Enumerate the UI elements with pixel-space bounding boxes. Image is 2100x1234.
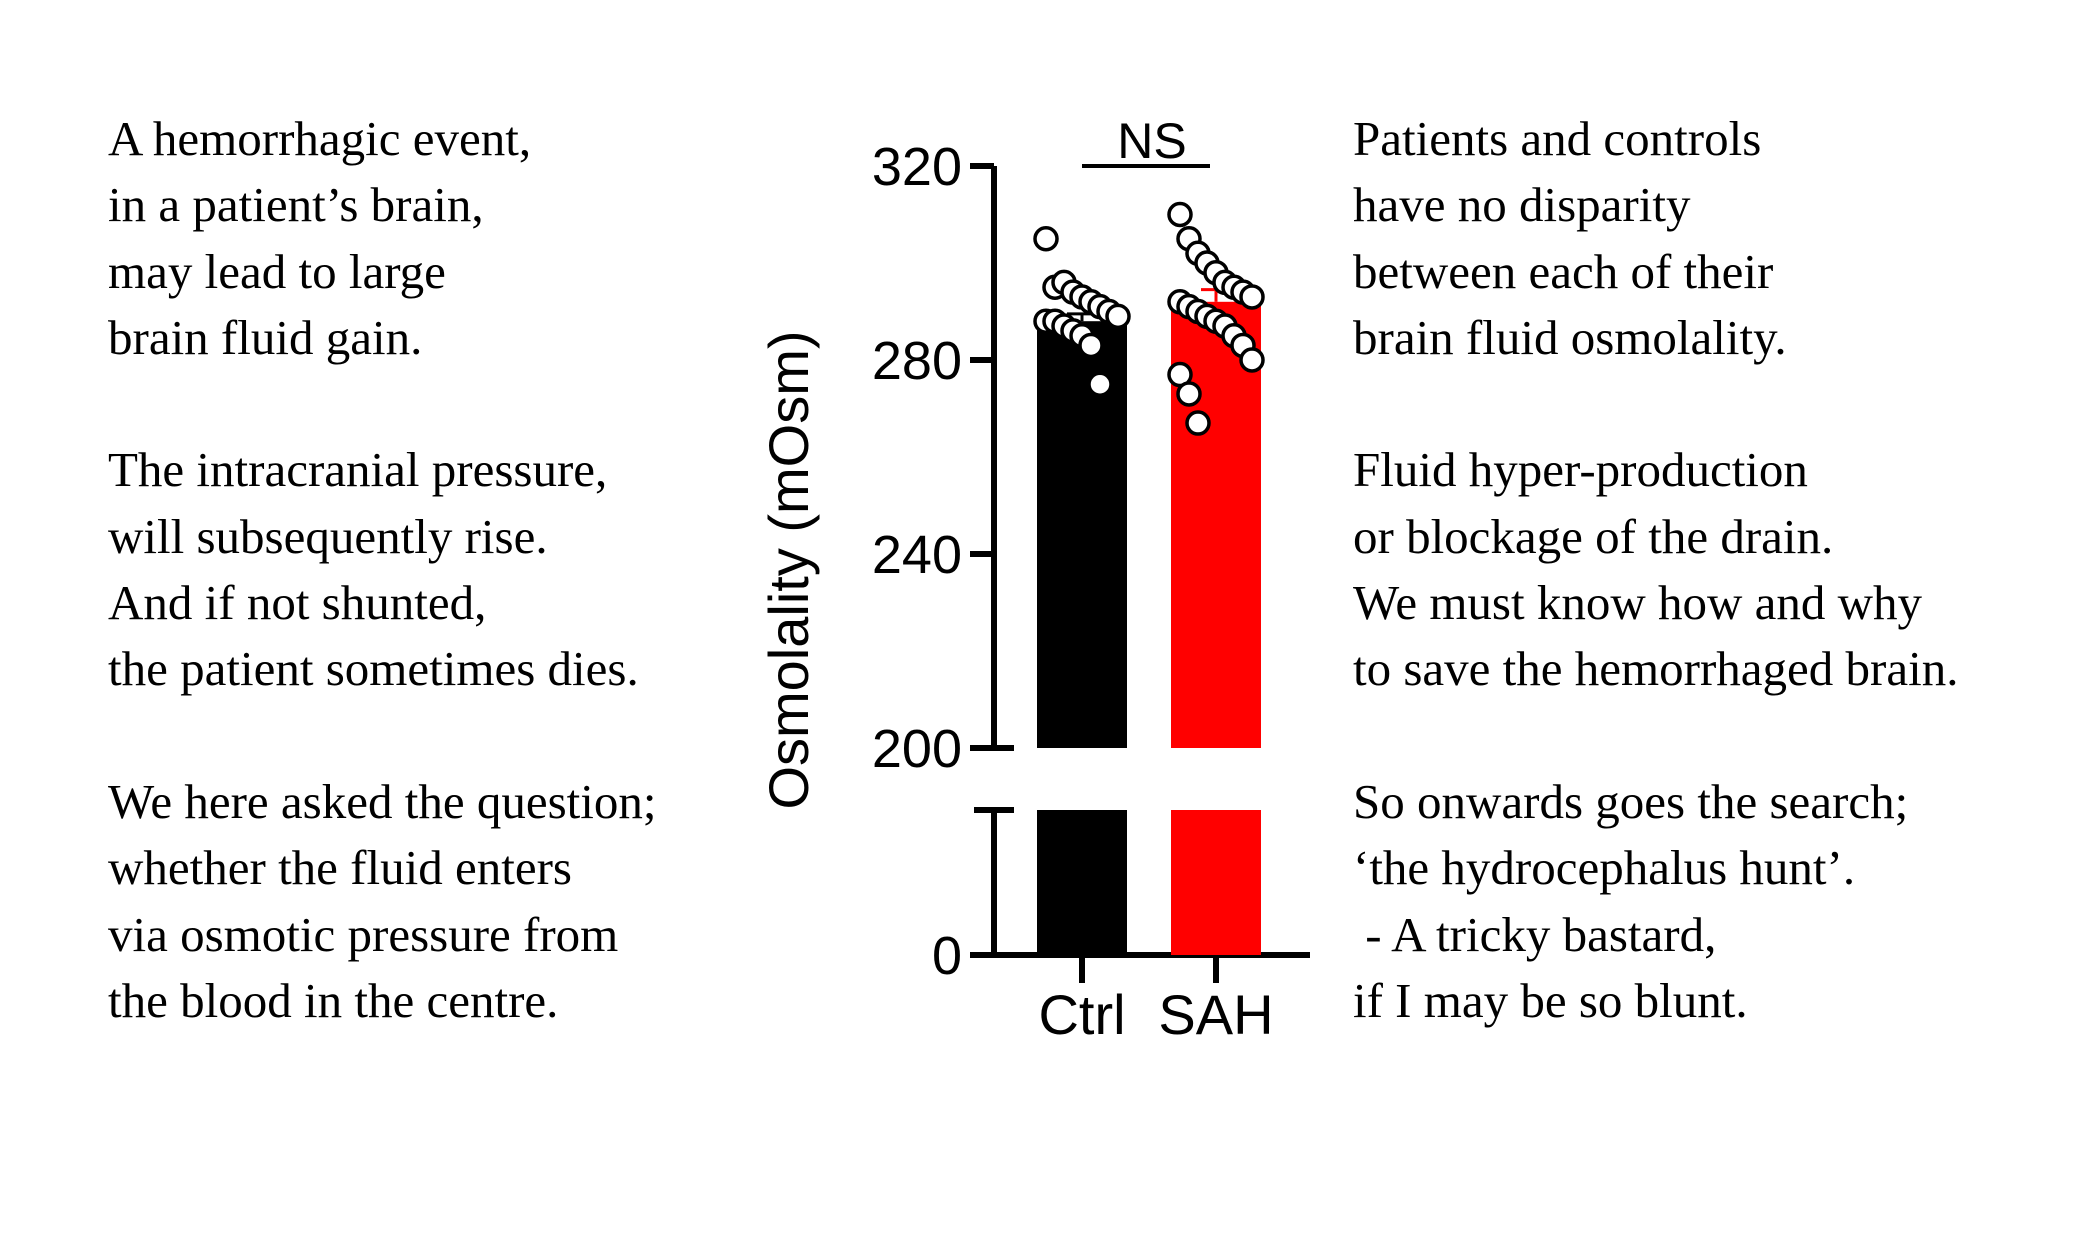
- poem-left: A hemorrhagic event, in a patient’s brain…: [108, 106, 656, 1034]
- x-tick-label: Ctrl: [1038, 983, 1125, 1046]
- poem-line: And if not shunted,: [108, 575, 487, 631]
- poem-line: have no disparity: [1353, 177, 1691, 233]
- bar-sah-lower: [1171, 810, 1261, 955]
- poem-stanza: The intracranial pressure, will subsequen…: [108, 437, 656, 702]
- poem-stanza: We here asked the question; whether the f…: [108, 769, 656, 1034]
- poem-line: Fluid hyper-production: [1353, 442, 1808, 498]
- poem-line: may lead to large: [108, 243, 446, 299]
- poem-line: ‘the hydrocephalus hunt’.: [1353, 840, 1856, 896]
- data-point: [1185, 410, 1211, 436]
- poem-line: to save the hemorrhaged brain.: [1353, 641, 1959, 697]
- poem-stanza: Fluid hyper-production or blockage of the…: [1353, 437, 1958, 702]
- data-point: [1105, 303, 1131, 330]
- poem-right: Patients and controls have no disparity be…: [1353, 106, 1958, 1034]
- poem-line: via osmotic pressure from: [108, 906, 619, 962]
- data-point: [1087, 371, 1113, 397]
- data-point: [1078, 332, 1104, 359]
- dot-layer: [1033, 201, 1265, 436]
- poem-line: So onwards goes the search;: [1353, 773, 1909, 829]
- poem-line: Patients and controls: [1353, 111, 1762, 166]
- poem-line: - A tricky bastard,: [1353, 906, 1717, 962]
- poem-line: between each of their: [1353, 243, 1774, 299]
- poem-line: brain fluid osmolality.: [1353, 309, 1787, 365]
- bar-ctrl-upper: [1037, 321, 1127, 748]
- poem-line: The intracranial pressure,: [108, 442, 608, 498]
- poem-line: A hemorrhagic event,: [108, 111, 532, 166]
- poem-line: whether the fluid enters: [108, 840, 572, 896]
- y-tick-label: 280: [872, 331, 962, 391]
- y-tick-label: 320: [872, 137, 962, 197]
- data-point: [1033, 226, 1059, 252]
- poem-line: or blockage of the drain.: [1353, 508, 1834, 564]
- poem-line: the blood in the centre.: [108, 972, 559, 1028]
- y-axis-label: Osmolality (mOsm): [757, 330, 820, 809]
- poem-line: We must know how and why: [1353, 575, 1923, 631]
- poem-stanza: So onwards goes the search; ‘the hydrocep…: [1353, 769, 1958, 1034]
- data-point: [1239, 347, 1265, 373]
- significance-label: NS: [1117, 113, 1186, 169]
- y-tick-label: 240: [872, 525, 962, 585]
- poem-line: We here asked the question;: [108, 773, 657, 829]
- y-tick-label: 0: [932, 926, 962, 986]
- bar-layer: [1037, 288, 1261, 955]
- poem-line: if I may be so blunt.: [1353, 972, 1748, 1028]
- bar-ctrl-lower: [1037, 810, 1127, 955]
- poem-stanza: A hemorrhagic event, in a patient’s brain…: [108, 106, 656, 371]
- data-point: [1167, 201, 1193, 228]
- y-tick-label: 200: [872, 719, 962, 779]
- data-point: [1239, 284, 1265, 310]
- poem-line: in a patient’s brain,: [108, 177, 484, 233]
- poem-line: will subsequently rise.: [108, 508, 548, 564]
- x-tick-label: SAH: [1158, 983, 1273, 1046]
- data-point: [1176, 381, 1202, 407]
- poem-line: brain fluid gain.: [108, 309, 423, 365]
- poem-stanza: Patients and controls have no disparity be…: [1353, 106, 1958, 371]
- poem-line: the patient sometimes dies.: [108, 641, 639, 697]
